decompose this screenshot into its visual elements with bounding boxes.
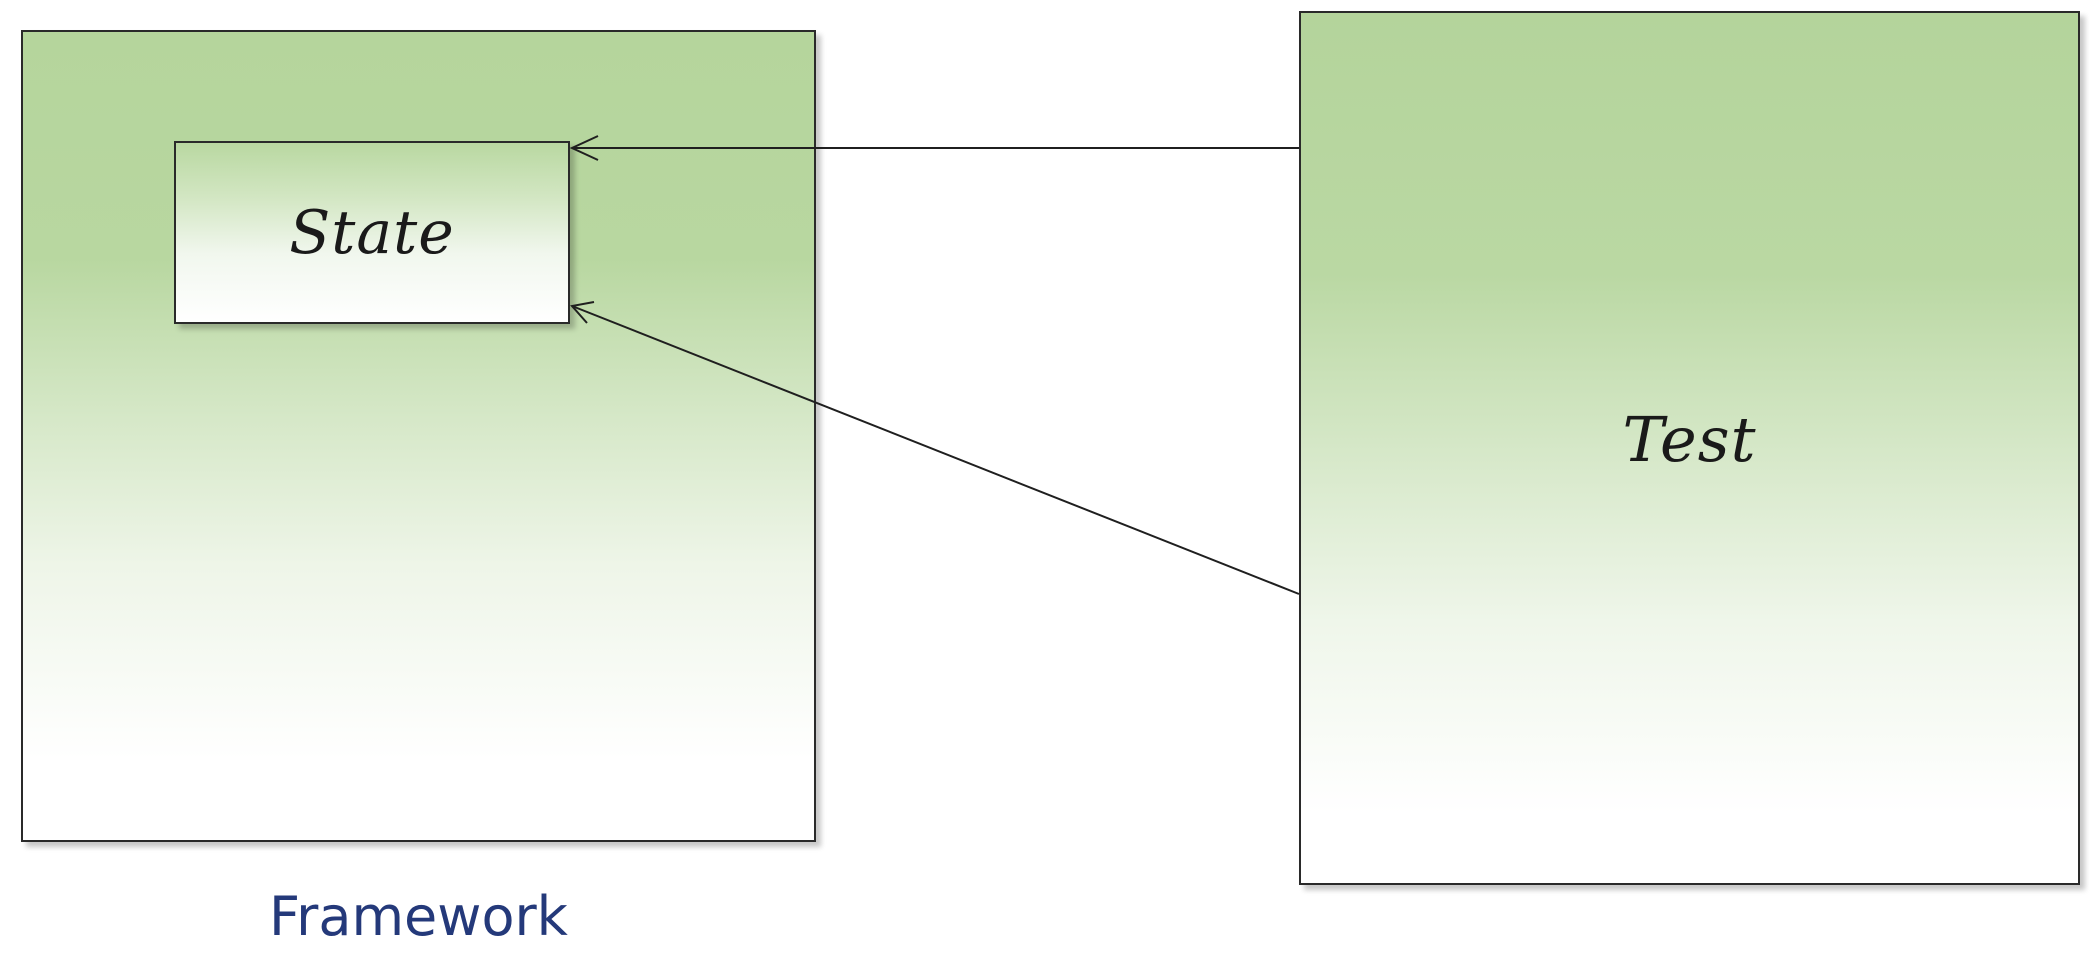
framework-caption: Framework (269, 885, 568, 948)
state-box: State (174, 141, 570, 324)
state-label: State (289, 197, 455, 268)
test-label: Test (1622, 403, 1757, 476)
test-box: Test (1299, 11, 2080, 885)
